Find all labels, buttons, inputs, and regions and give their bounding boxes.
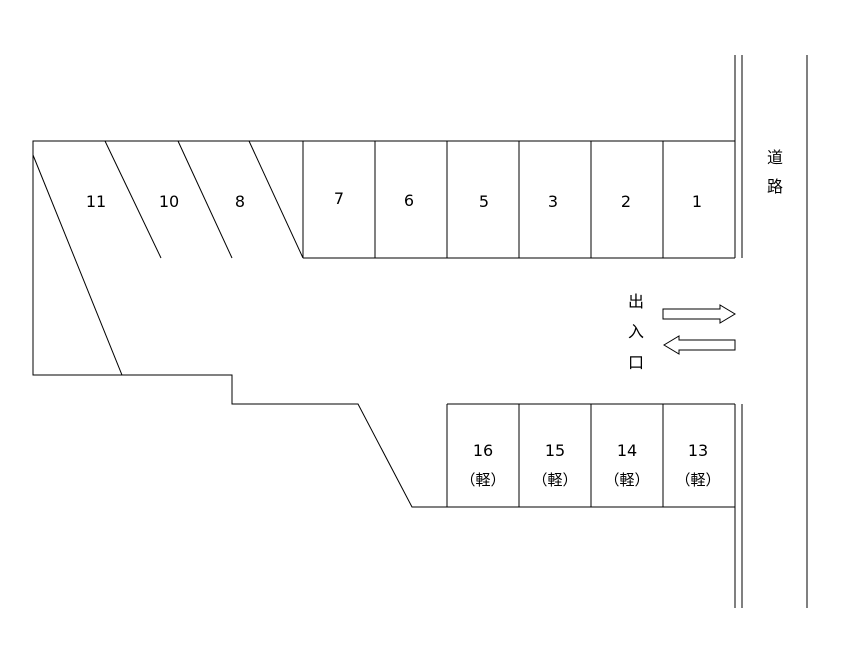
stall-number: 2 [621, 192, 631, 211]
top-stall-dividers [32, 140, 664, 376]
bottom-stall-dividers [446, 404, 664, 507]
stall-type: （軽） [532, 471, 577, 489]
arrow-right-icon [662, 304, 736, 324]
stall-number: 3 [548, 192, 558, 211]
road-lines [734, 55, 808, 608]
stall-number: 16 [473, 441, 493, 460]
entrance-label-char-3: 口 [628, 353, 644, 372]
stall-number: 15 [545, 441, 565, 460]
road-label-char-1: 道 [767, 148, 783, 167]
stall-type: （軽） [604, 471, 649, 489]
stall-number: 1 [692, 192, 702, 211]
stall-type: （軽） [675, 471, 720, 489]
stall-number: 10 [159, 192, 179, 211]
arrow-left-icon [663, 335, 736, 355]
stall-number: 14 [617, 441, 637, 460]
stall-number: 6 [404, 191, 414, 210]
stall-number: 8 [235, 192, 245, 211]
road-label-char-2: 路 [767, 177, 783, 196]
stall-number: 13 [688, 441, 708, 460]
stall-number: 5 [479, 192, 489, 211]
stall-number: 7 [334, 189, 344, 208]
entrance-label-char-2: 入 [628, 322, 644, 341]
stall-type: （軽） [460, 471, 505, 489]
stall-number: 11 [86, 192, 106, 211]
entrance-label-char-1: 出 [628, 292, 644, 311]
